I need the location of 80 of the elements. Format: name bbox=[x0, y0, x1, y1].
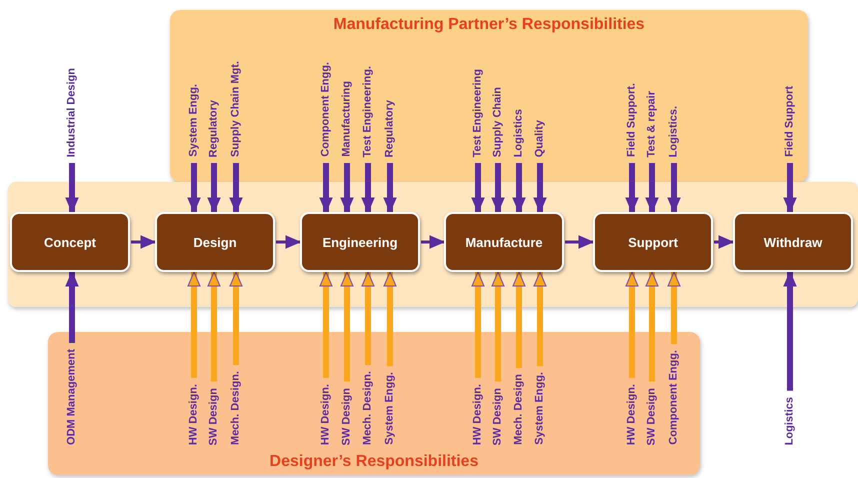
arrow bbox=[534, 163, 546, 212]
responsibility-label: Test Engineering bbox=[472, 68, 484, 157]
responsibility-label: Mech. Design. bbox=[230, 371, 242, 445]
responsibility-label: Test Engineering. bbox=[362, 66, 374, 157]
responsibility-label: System Engg. bbox=[188, 84, 200, 157]
arrow bbox=[784, 163, 796, 212]
arrow bbox=[472, 272, 484, 378]
arrow bbox=[384, 272, 396, 366]
stage-box: Support bbox=[593, 212, 713, 272]
stage-box: Concept bbox=[10, 212, 130, 272]
responsibility-label: Manufacturing bbox=[340, 81, 354, 157]
panel-heading: Manufacturing Partner’s Responsibilities bbox=[332, 16, 646, 34]
arrow bbox=[626, 272, 638, 378]
responsibility-label: System Engg. bbox=[534, 372, 546, 445]
arrow bbox=[492, 272, 504, 382]
arrow bbox=[492, 163, 504, 212]
responsibility-label: Supply Chain Mgt. bbox=[230, 61, 242, 157]
stage-box: Withdraw bbox=[733, 212, 853, 272]
responsibility-panel bbox=[48, 332, 700, 475]
arrow bbox=[534, 272, 546, 366]
arrow bbox=[384, 163, 396, 212]
responsibility-label: Field Support bbox=[784, 86, 796, 157]
process-band bbox=[8, 182, 858, 307]
arrow bbox=[188, 163, 200, 212]
arrow bbox=[626, 163, 638, 212]
arrow bbox=[784, 272, 796, 391]
responsibility-label: Test & repair bbox=[646, 90, 658, 157]
arrow bbox=[230, 272, 242, 366]
arrow bbox=[646, 163, 658, 212]
arrow bbox=[362, 163, 374, 212]
responsibility-label: Logistics. bbox=[668, 106, 680, 157]
arrow bbox=[421, 236, 444, 248]
responsibility-label: HW Design. bbox=[320, 384, 332, 445]
responsibility-label: Industrial Design bbox=[66, 68, 78, 157]
responsibility-label: Logistics bbox=[784, 396, 796, 445]
responsibility-label: System Engg. bbox=[384, 372, 396, 445]
responsibility-label: SW Design bbox=[208, 388, 220, 445]
arrow bbox=[276, 236, 300, 248]
responsibility-label: SW Design bbox=[646, 388, 658, 445]
responsibility-label: Supply Chain bbox=[492, 86, 504, 157]
responsibility-label: Component Engg. bbox=[668, 350, 680, 445]
responsibility-label: HW Design. bbox=[188, 384, 200, 445]
arrow bbox=[714, 236, 734, 248]
responsibility-label: HW Design. bbox=[472, 384, 484, 445]
arrow bbox=[66, 272, 78, 344]
arrow bbox=[512, 163, 526, 212]
responsibility-label: Regulatory bbox=[384, 100, 396, 157]
arrow bbox=[208, 163, 220, 212]
responsibility-label: Mech. Design bbox=[512, 374, 526, 445]
arrow bbox=[565, 236, 594, 248]
arrow bbox=[340, 272, 354, 382]
arrow bbox=[66, 163, 78, 212]
arrow bbox=[668, 163, 680, 212]
responsibility-label: SW Design bbox=[340, 388, 354, 445]
arrow bbox=[320, 272, 332, 378]
stage-box: Engineering bbox=[300, 212, 420, 272]
responsibility-label: Mech. Design. bbox=[362, 371, 374, 445]
arrow bbox=[472, 163, 484, 212]
stage-box: Design bbox=[155, 212, 275, 272]
panel-heading: Designer’s Responsibilities bbox=[268, 453, 480, 471]
arrow bbox=[188, 272, 200, 378]
stage-box: Manufacture bbox=[444, 212, 564, 272]
arrow bbox=[230, 163, 242, 212]
responsibility-label: Regulatory bbox=[208, 100, 220, 157]
responsibility-label: ODM Management bbox=[66, 349, 78, 445]
responsibility-label: Logistics bbox=[512, 108, 526, 157]
responsibility-panel bbox=[170, 10, 808, 182]
arrow bbox=[646, 272, 658, 382]
arrow bbox=[362, 272, 374, 366]
responsibility-label: Field Support. bbox=[626, 83, 638, 157]
arrow bbox=[320, 163, 332, 212]
responsibility-label: Component Engg. bbox=[320, 62, 332, 157]
arrow bbox=[668, 272, 680, 344]
responsibility-label: Quality bbox=[534, 120, 546, 157]
arrow bbox=[208, 272, 220, 382]
arrow bbox=[131, 236, 156, 248]
arrow bbox=[340, 163, 354, 212]
responsibility-label: HW Design. bbox=[626, 384, 638, 445]
responsibility-label: SW Design bbox=[492, 388, 504, 445]
arrow bbox=[512, 272, 526, 368]
